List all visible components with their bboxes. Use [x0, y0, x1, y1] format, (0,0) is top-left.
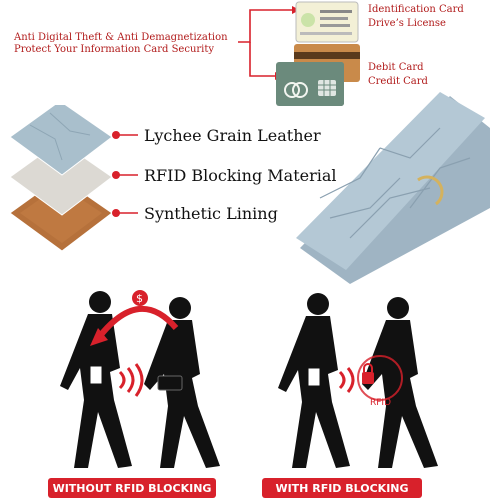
security-caption-line2: Protect Your Information Card Security — [14, 44, 215, 55]
leather-layer — [9, 105, 113, 176]
security-caption-line1: Anti Digital Theft & Anti Demagnetizatio… — [14, 32, 228, 43]
scene-without-rfid: $ — [60, 290, 220, 468]
person-silhouette-left — [60, 291, 132, 468]
lock-icon — [362, 372, 374, 384]
credit-card-label: Credit Card — [368, 76, 428, 87]
layer-dot-rfid — [112, 171, 120, 179]
person-silhouette-left-2 — [278, 293, 350, 468]
layer-dot-leather — [112, 131, 120, 139]
scene-with-rfid — [278, 293, 438, 468]
money-bag-icon — [132, 290, 148, 306]
material-layers — [9, 105, 113, 252]
credit-card-icon — [276, 62, 344, 106]
layer-label-lining: Synthetic Lining — [144, 204, 278, 223]
banner-with-rfid: WITH RFID BLOCKING — [262, 478, 422, 498]
security-caption: Anti Digital Theft & Anti Demagnetizatio… — [14, 32, 254, 56]
layer-dot-lining — [112, 209, 120, 217]
svg-text:$: $ — [136, 292, 143, 305]
rfid-shield-text: RFID — [370, 398, 392, 408]
banner-without-rfid: WITHOUT RFID BLOCKING — [48, 478, 216, 498]
id-card-label: Identification Card — [368, 4, 464, 15]
debit-card-label: Debit Card — [368, 62, 424, 73]
person-silhouette-right — [144, 297, 220, 468]
rfid-shield-icon — [357, 355, 403, 401]
layer-label-leather: Lychee Grain Leather — [144, 126, 321, 145]
wallet-image — [296, 92, 490, 284]
clasp-icon — [417, 175, 444, 206]
layer-label-rfid: RFID Blocking Material — [144, 166, 337, 185]
license-label: Drive’s License — [368, 18, 446, 29]
